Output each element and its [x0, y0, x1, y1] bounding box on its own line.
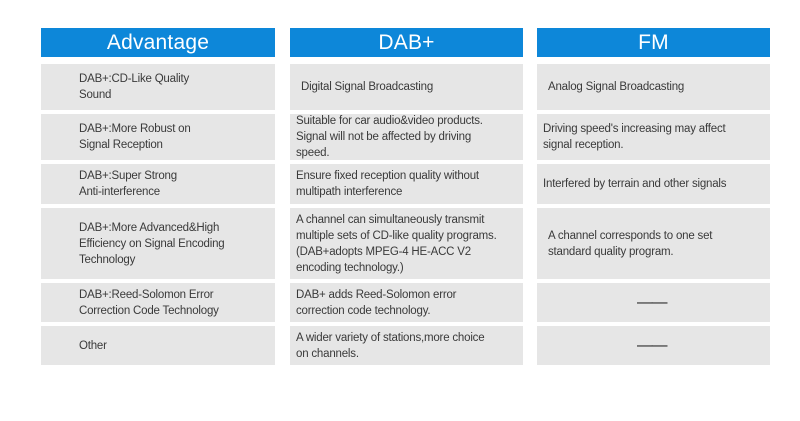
cell-advantage-row5: Other — [41, 326, 275, 365]
cell-dab-row4: DAB+ adds Reed-Solomon error correction … — [290, 283, 523, 322]
column-fm: FM Analog Signal Broadcasting Driving sp… — [537, 28, 770, 369]
cell-dab-row3: A channel can simultaneously transmit mu… — [290, 208, 523, 279]
cell-fm-row5-dash: —— — [537, 326, 770, 365]
cell-advantage-row3: DAB+:More Advanced&High Efficiency on Si… — [41, 208, 275, 279]
cell-dab-row5: A wider variety of stations,more choice … — [290, 326, 523, 365]
column-header-dab-plus: DAB+ — [290, 28, 523, 57]
cell-fm-row3: A channel corresponds to one set standar… — [537, 208, 770, 279]
column-header-advantage: Advantage — [41, 28, 275, 57]
cell-advantage-row0: DAB+:CD-Like Quality Sound — [41, 64, 275, 110]
cell-advantage-row1: DAB+:More Robust on Signal Reception — [41, 114, 275, 160]
column-header-fm: FM — [537, 28, 770, 57]
cell-advantage-row4: DAB+:Reed-Solomon Error Correction Code … — [41, 283, 275, 322]
cell-fm-row0: Analog Signal Broadcasting — [537, 64, 770, 110]
cell-dab-row2: Ensure fixed reception quality without m… — [290, 164, 523, 204]
cell-fm-row1: Driving speed's increasing may affect si… — [537, 114, 770, 160]
cell-dab-row0: Digital Signal Broadcasting — [290, 64, 523, 110]
cell-fm-row4-dash: —— — [537, 283, 770, 322]
cell-advantage-row2: DAB+:Super Strong Anti-interference — [41, 164, 275, 204]
column-dab-plus: DAB+ Digital Signal Broadcasting Suitabl… — [290, 28, 523, 369]
cell-fm-row2: Interfered by terrain and other signals — [537, 164, 770, 204]
column-advantage: Advantage DAB+:CD-Like Quality Sound DAB… — [41, 28, 275, 369]
cell-dab-row1: Suitable for car audio&video products. S… — [290, 114, 523, 160]
